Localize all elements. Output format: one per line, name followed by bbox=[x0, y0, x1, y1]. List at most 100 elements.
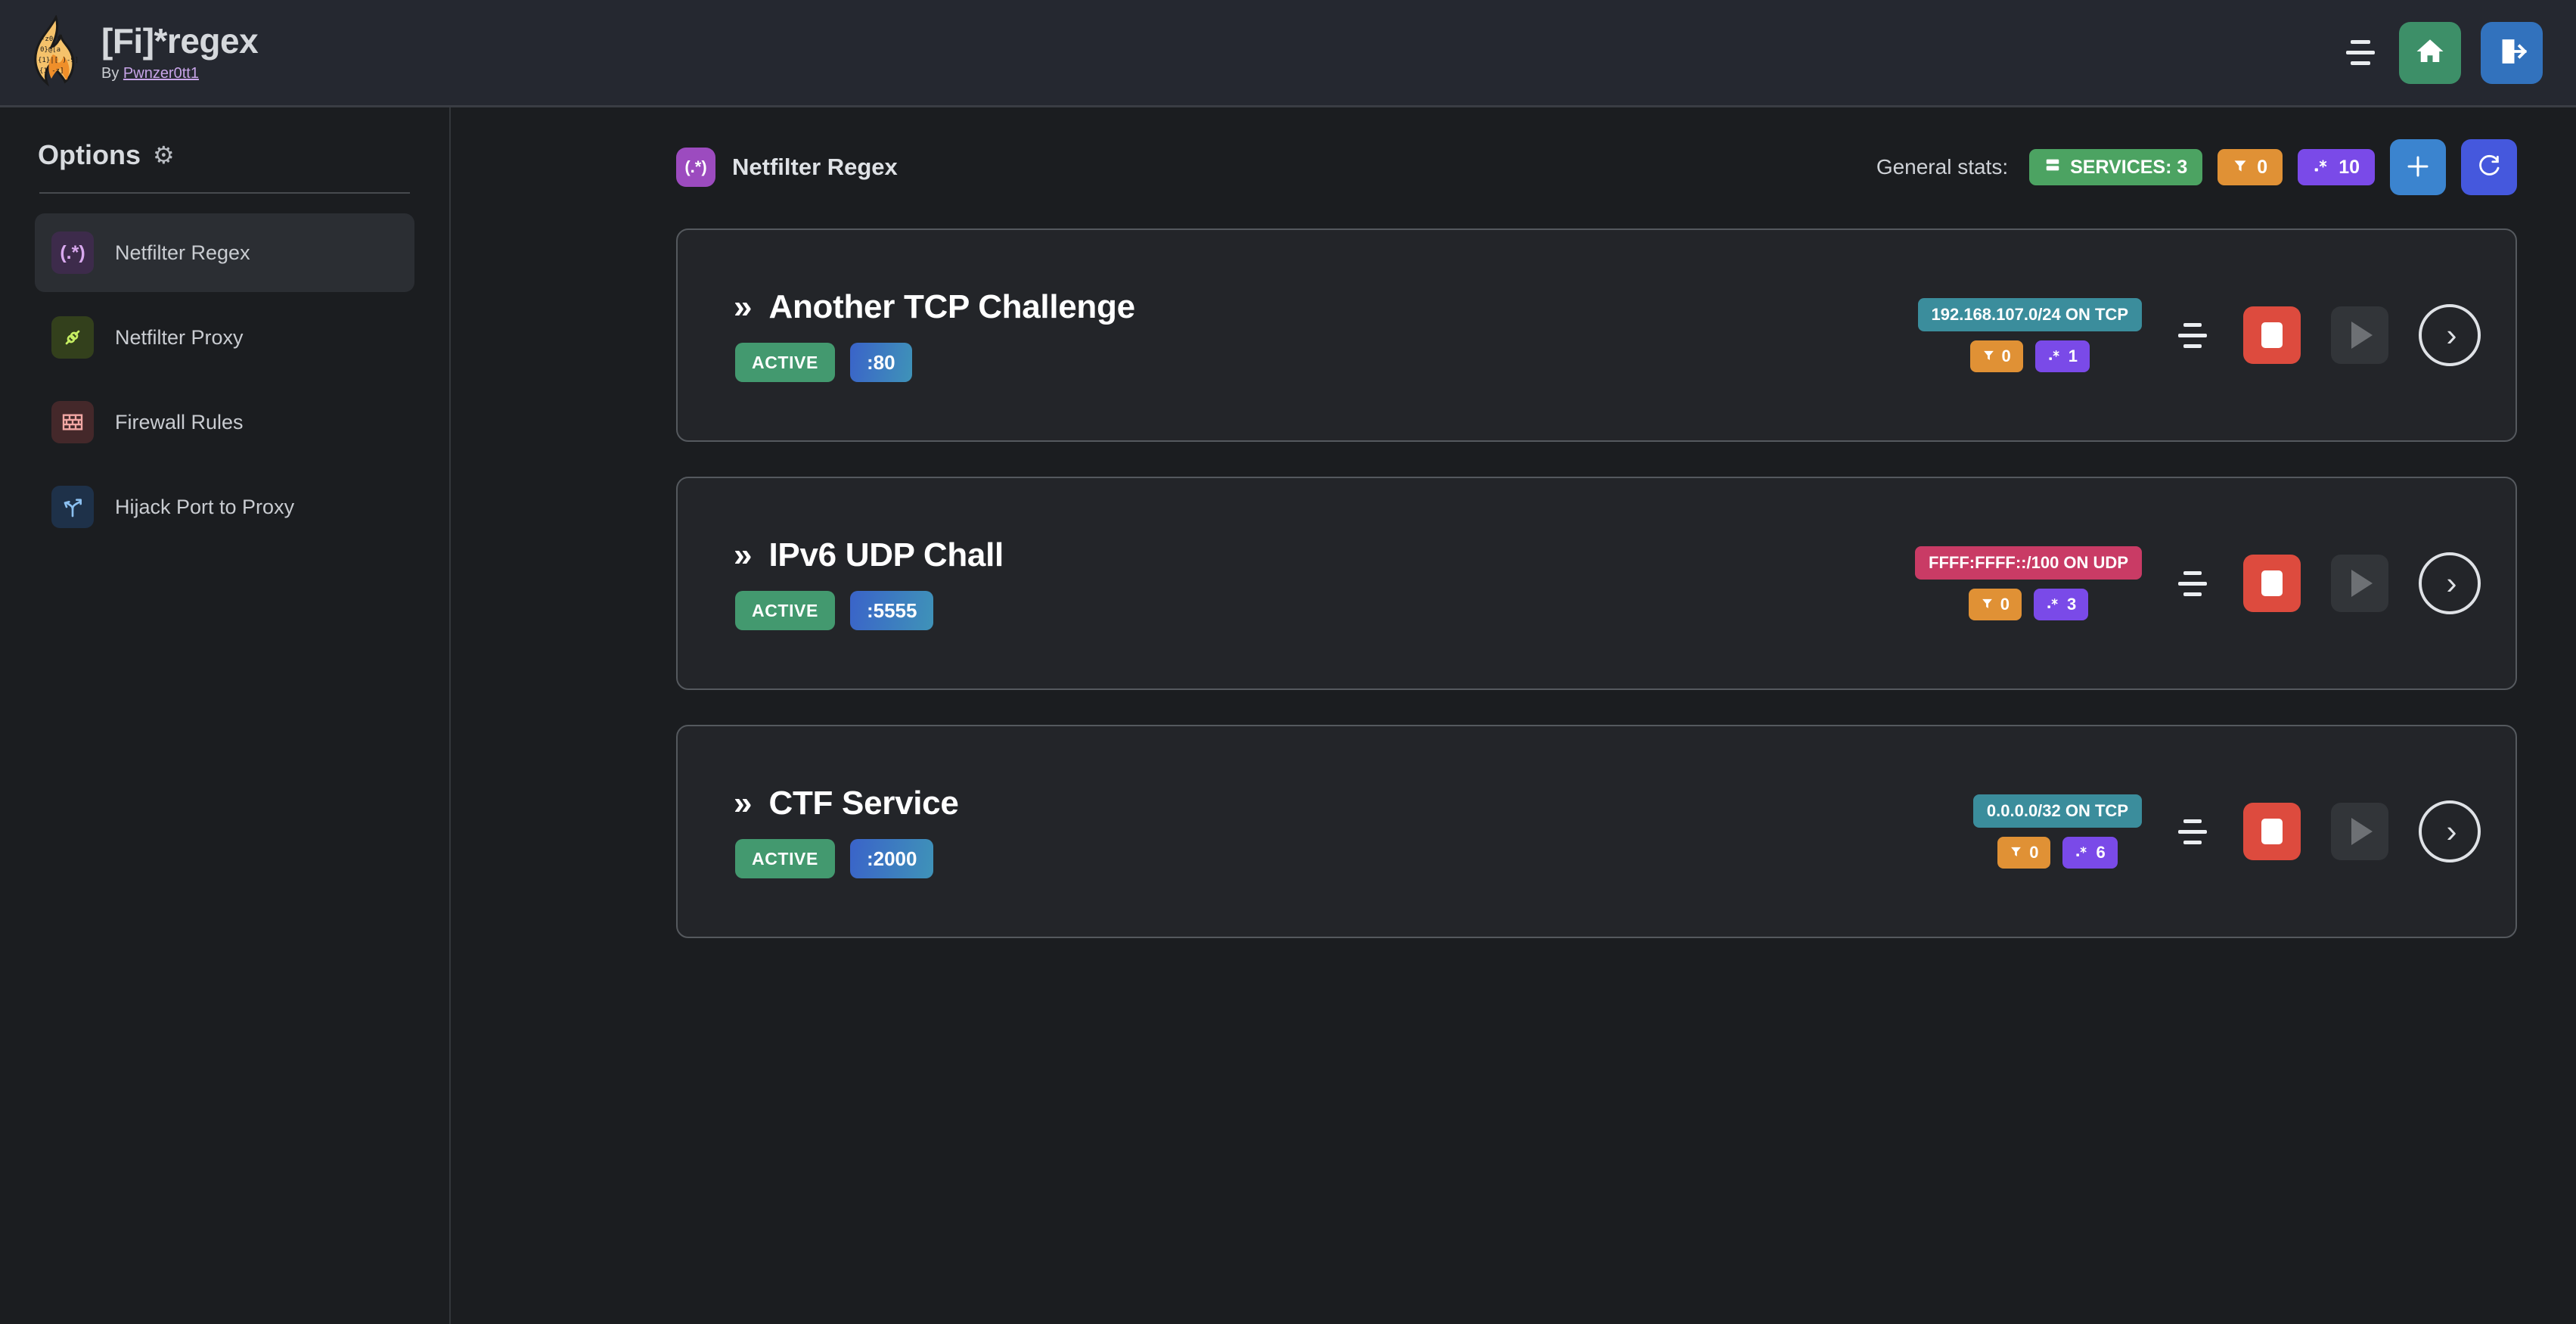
flame-regex-logo: -z0-9 0}@[a {1}|[ )-9] {1 -z] bbox=[26, 14, 82, 91]
stop-icon bbox=[2261, 819, 2283, 844]
sidebar-item-firewall-rules[interactable]: Firewall Rules bbox=[35, 383, 414, 462]
svg-text:-z0-9: -z0-9 bbox=[41, 36, 61, 43]
logout-button[interactable] bbox=[2481, 21, 2543, 84]
regex-count-badge: 1 bbox=[2034, 340, 2090, 372]
stop-icon bbox=[2261, 570, 2283, 596]
status-badge: ACTIVE bbox=[735, 343, 835, 382]
refresh-button[interactable] bbox=[2461, 139, 2517, 195]
sort-icon[interactable] bbox=[2172, 318, 2213, 353]
play-icon bbox=[2351, 570, 2373, 597]
sidebar-item-hijack-port-to-proxy[interactable]: Hijack Port to Proxy bbox=[35, 468, 414, 546]
service-badges: ACTIVE :80 bbox=[734, 343, 1135, 382]
service-card[interactable]: » CTF Service ACTIVE :2000 0.0.0.0/32 ON… bbox=[676, 725, 2517, 938]
chevron-right-icon: › bbox=[2446, 565, 2457, 601]
sort-line bbox=[2183, 840, 2202, 844]
filter-icon bbox=[1982, 347, 1995, 366]
status-badge-regexes: 10 bbox=[2298, 149, 2375, 185]
main-header: (.*) Netfilter Regex General stats: SERV… bbox=[452, 107, 2576, 195]
hamburger-line bbox=[2351, 61, 2370, 65]
regex-dot-star-icon bbox=[2075, 843, 2089, 862]
home-button[interactable] bbox=[2399, 21, 2461, 84]
plug-icon bbox=[51, 316, 94, 359]
author-link[interactable]: Pwnzer0tt1 bbox=[123, 64, 199, 82]
hamburger-menu-icon[interactable] bbox=[2342, 36, 2379, 70]
service-detail-button[interactable]: › bbox=[2419, 304, 2481, 366]
svg-text:0}@[a: 0}@[a bbox=[40, 46, 61, 54]
stop-button[interactable] bbox=[2243, 803, 2301, 860]
sort-line bbox=[2183, 322, 2202, 327]
page-title: Netfilter Regex bbox=[732, 154, 898, 180]
services-count-label: SERVICES: 3 bbox=[2070, 156, 2188, 178]
regex-dot-star-icon bbox=[2047, 347, 2062, 366]
by-label: By bbox=[101, 64, 123, 82]
start-button[interactable] bbox=[2331, 306, 2388, 364]
status-badge: ACTIVE bbox=[735, 839, 835, 878]
stop-button[interactable] bbox=[2243, 555, 2301, 612]
double-chevron-icon: » bbox=[734, 536, 753, 573]
sort-line bbox=[2183, 570, 2202, 575]
service-card-actions: 192.168.107.0/24 ON TCP 0 bbox=[1917, 298, 2481, 372]
regex-count-badge: 6 bbox=[2062, 837, 2118, 869]
service-name: Another TCP Challenge bbox=[768, 288, 1135, 325]
top-bar-actions bbox=[2342, 21, 2576, 84]
brand: -z0-9 0}@[a {1}|[ )-9] {1 -z] [Fi]*regex… bbox=[0, 14, 259, 91]
filter-icon bbox=[2010, 843, 2022, 862]
network-counts: 0 1 bbox=[1969, 340, 2090, 372]
filters-count-label: 0 bbox=[2257, 156, 2268, 178]
service-card[interactable]: » IPv6 UDP Chall ACTIVE :5555 FFFF:FFFF:… bbox=[676, 477, 2517, 690]
filter-icon bbox=[2233, 157, 2248, 179]
filters-count-badge: 0 bbox=[1969, 340, 2023, 372]
sidebar-nav: (.*) Netfilter Regex Netfilter Proxy Fir… bbox=[35, 213, 414, 546]
service-card-info: » CTF Service ACTIVE :2000 bbox=[734, 785, 959, 878]
sort-line bbox=[2183, 592, 2202, 596]
refresh-icon bbox=[2476, 154, 2502, 182]
hamburger-line bbox=[2346, 51, 2375, 54]
service-name: IPv6 UDP Chall bbox=[768, 536, 1004, 573]
sidebar-item-netfilter-proxy[interactable]: Netfilter Proxy bbox=[35, 298, 414, 377]
svg-text:{1 -z]: {1 -z] bbox=[39, 67, 64, 75]
filters-count-badge: 0 bbox=[1968, 589, 2022, 620]
sort-icon[interactable] bbox=[2172, 566, 2213, 601]
status-badge-filters: 0 bbox=[2218, 149, 2283, 185]
top-bar: -z0-9 0}@[a {1}|[ )-9] {1 -z] [Fi]*regex… bbox=[0, 0, 2576, 107]
regex-count-label: 1 bbox=[2068, 347, 2078, 365]
port-badge: :2000 bbox=[849, 839, 934, 878]
sidebar-item-netfilter-regex[interactable]: (.*) Netfilter Regex bbox=[35, 213, 414, 292]
sidebar: Options ⚙ (.*) Netfilter Regex Netfilter… bbox=[0, 107, 451, 1324]
general-stats-label: General stats: bbox=[1876, 155, 2009, 179]
regex-count-label: 3 bbox=[2067, 595, 2077, 614]
start-button[interactable] bbox=[2331, 555, 2388, 612]
chevron-right-icon: › bbox=[2446, 317, 2457, 353]
service-title-row: » Another TCP Challenge bbox=[734, 288, 1135, 326]
status-badge-services: SERVICES: 3 bbox=[2029, 149, 2203, 185]
fork-arrows-icon bbox=[51, 486, 94, 528]
regex-icon: (.*) bbox=[51, 232, 94, 274]
add-service-button[interactable] bbox=[2390, 139, 2446, 195]
service-detail-button[interactable]: › bbox=[2419, 800, 2481, 862]
start-button[interactable] bbox=[2331, 803, 2388, 860]
play-icon bbox=[2351, 322, 2373, 349]
network-info: 0.0.0.0/32 ON TCP 0 bbox=[1972, 794, 2142, 869]
network-counts: 0 3 bbox=[1968, 589, 2089, 620]
service-card[interactable]: » Another TCP Challenge ACTIVE :80 192.1… bbox=[676, 228, 2517, 442]
home-icon bbox=[2414, 36, 2446, 70]
sort-line bbox=[2183, 343, 2202, 348]
regex-count-label: 6 bbox=[2096, 843, 2106, 862]
regex-count-badge: 3 bbox=[2034, 589, 2089, 620]
regex-count-label: 10 bbox=[2339, 156, 2360, 178]
network-badge: 192.168.107.0/24 ON TCP bbox=[1917, 298, 2142, 331]
network-info: 192.168.107.0/24 ON TCP 0 bbox=[1917, 298, 2142, 372]
options-heading: Options ⚙ bbox=[35, 107, 414, 171]
stop-button[interactable] bbox=[2243, 306, 2301, 364]
network-counts: 0 6 bbox=[1997, 837, 2118, 869]
svg-text:{1}|[ )-9]: {1}|[ )-9] bbox=[38, 57, 79, 64]
author-line: By Pwnzer0tt1 bbox=[101, 65, 258, 82]
chevron-right-icon: › bbox=[2446, 813, 2457, 849]
sort-icon[interactable] bbox=[2172, 814, 2213, 849]
regex-icon: (.*) bbox=[676, 148, 715, 187]
port-badge: :80 bbox=[849, 343, 912, 382]
play-icon bbox=[2351, 818, 2373, 845]
plus-icon bbox=[2404, 153, 2432, 182]
service-card-actions: FFFF:FFFF::/100 ON UDP 0 bbox=[1915, 546, 2481, 620]
service-detail-button[interactable]: › bbox=[2419, 552, 2481, 614]
